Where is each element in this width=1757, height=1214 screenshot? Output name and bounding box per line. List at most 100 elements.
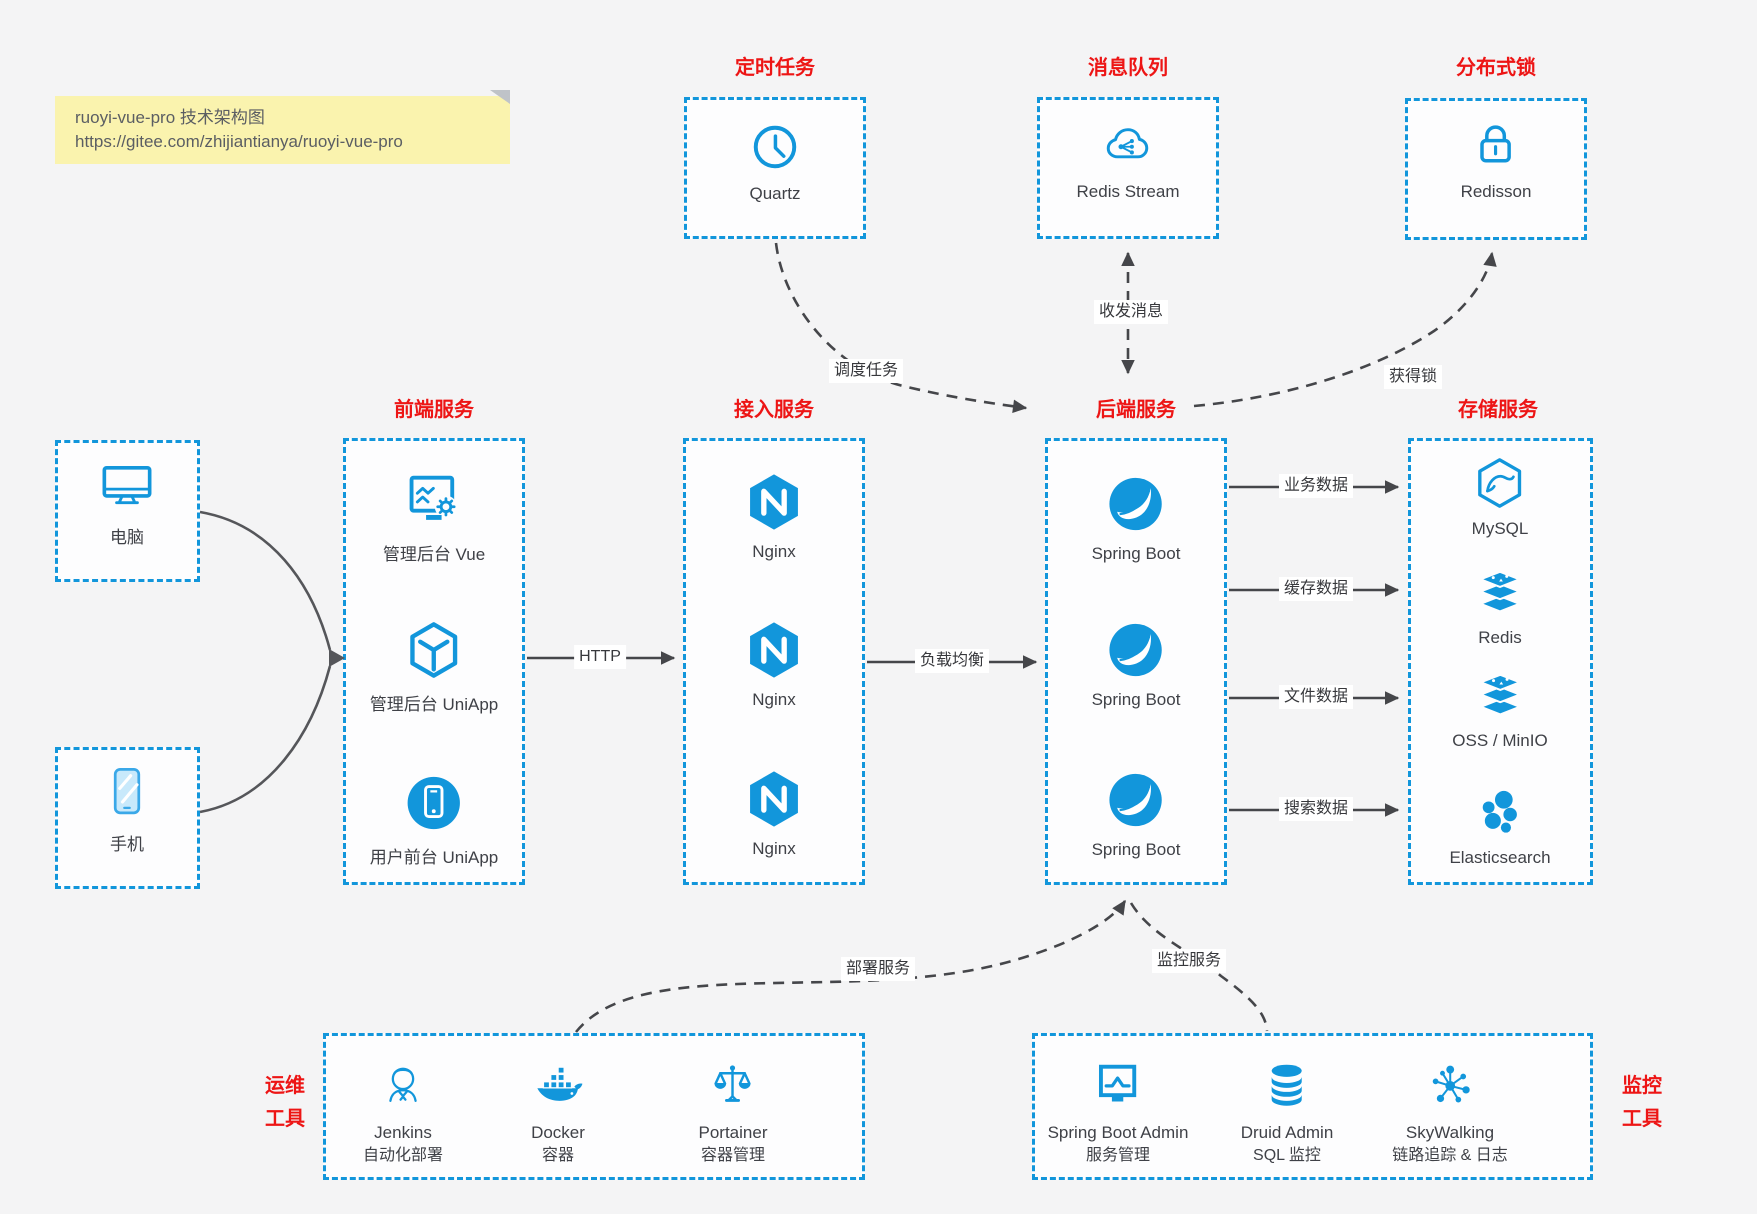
node-label-druid-admin: Druid Admin xyxy=(1240,1123,1334,1142)
node-pc: 电脑 xyxy=(98,456,156,548)
node-label-redis: Redis xyxy=(1478,628,1522,647)
node-label-spring-boot-3: Spring Boot xyxy=(1091,840,1181,859)
node-user-uniapp: 用户前台 UniApp xyxy=(370,772,498,868)
node-desc-skywalking: 链路追踪 & 日志 xyxy=(1392,1147,1508,1164)
node-label-nginx-1: Nginx xyxy=(752,542,796,561)
edge-label-acquire-lock: 获得锁 xyxy=(1383,365,1443,389)
node-redis-stream: Redis Stream xyxy=(1076,117,1180,202)
node-label-elasticsearch: Elasticsearch xyxy=(1449,848,1551,867)
note-title: ruoyi-vue-pro 技术架构图 xyxy=(75,108,265,127)
side-title-monitor-tools: 监控 工具 xyxy=(1622,1070,1662,1136)
node-label-admin-uniapp: 管理后台 UniApp xyxy=(369,695,499,714)
skywalking-icon xyxy=(1424,1059,1476,1111)
node-label-nginx-3: Nginx xyxy=(752,839,796,858)
spring-boot-icon xyxy=(1105,473,1167,535)
smartphone-icon xyxy=(98,763,156,821)
edge-pc-to-frontend xyxy=(199,510,332,651)
node-admin-vue: 管理后台 Vue xyxy=(383,469,485,565)
mysql-icon xyxy=(1473,456,1527,510)
spring-boot-icon xyxy=(1105,769,1167,831)
node-docker: Docker 容器 xyxy=(531,1059,585,1167)
edge-label-cache-data: 缓存数据 xyxy=(1278,577,1354,601)
node-desc-druid-admin: SQL 监控 xyxy=(1253,1147,1321,1164)
edge-label-send-receive-message: 收发消息 xyxy=(1093,300,1169,324)
node-mysql: MySQL xyxy=(1471,456,1529,539)
node-label-portainer: Portainer xyxy=(698,1123,768,1142)
node-elasticsearch: Elasticsearch xyxy=(1449,785,1551,868)
node-label-redis-stream: Redis Stream xyxy=(1076,182,1180,201)
cloud-mq-icon xyxy=(1100,117,1156,173)
node-label-oss-minio: OSS / MinIO xyxy=(1452,731,1548,750)
node-druid-admin: Druid Admin SQL 监控 xyxy=(1240,1059,1334,1167)
edge-label-file-data: 文件数据 xyxy=(1278,685,1354,709)
box-client-pc xyxy=(55,440,200,582)
node-desc-docker: 容器 xyxy=(541,1147,575,1164)
group-title-storage: 存储服务 xyxy=(1458,399,1538,421)
elasticsearch-icon xyxy=(1473,785,1527,839)
node-spring-boot-admin: Spring Boot Admin 服务管理 xyxy=(1047,1059,1189,1167)
group-title-distributed-lock: 分布式锁 xyxy=(1456,57,1536,79)
node-spring-boot-1: Spring Boot xyxy=(1091,473,1181,564)
node-label-phone: 手机 xyxy=(110,835,144,854)
node-label-quartz: Quartz xyxy=(749,184,801,203)
node-label-spring-boot-admin: Spring Boot Admin xyxy=(1047,1123,1189,1142)
jenkins-icon xyxy=(377,1059,429,1111)
oss-icon xyxy=(1473,668,1527,722)
group-title-access: 接入服务 xyxy=(734,399,814,421)
group-title-scheduled-task: 定时任务 xyxy=(735,57,815,79)
node-label-user-uniapp: 用户前台 UniApp xyxy=(369,848,499,867)
admin-vue-icon xyxy=(403,469,465,531)
node-label-pc: 电脑 xyxy=(110,528,144,547)
side-title-monitor-line2: 工具 xyxy=(1622,1108,1662,1130)
node-label-redisson: Redisson xyxy=(1460,182,1532,201)
node-label-docker: Docker xyxy=(531,1123,585,1142)
nginx-icon xyxy=(743,619,805,681)
uniapp-cube-icon xyxy=(403,619,465,681)
side-title-monitor-line1: 监控 xyxy=(1622,1075,1662,1097)
node-nginx-1: Nginx xyxy=(743,471,805,562)
node-desc-spring-boot-admin: 服务管理 xyxy=(1085,1147,1150,1164)
box-monitor-tools xyxy=(1032,1033,1593,1180)
spring-boot-admin-icon xyxy=(1092,1059,1144,1111)
user-app-icon xyxy=(403,772,465,834)
redis-icon xyxy=(1473,565,1527,619)
side-title-ops-line2: 工具 xyxy=(265,1108,305,1130)
edge-acquire-lock xyxy=(1193,251,1497,408)
node-redisson: Redisson xyxy=(1460,117,1532,202)
group-title-message-queue: 消息队列 xyxy=(1088,57,1168,79)
node-label-spring-boot-2: Spring Boot xyxy=(1091,690,1181,709)
edge-phone-to-frontend xyxy=(199,665,332,814)
node-label-mysql: MySQL xyxy=(1471,519,1529,538)
edge-label-http: HTTP xyxy=(574,645,626,669)
node-oss-minio: OSS / MinIO xyxy=(1452,668,1548,751)
node-spring-boot-2: Spring Boot xyxy=(1091,619,1181,710)
node-label-spring-boot-1: Spring Boot xyxy=(1091,544,1181,563)
node-admin-uniapp: 管理后台 UniApp xyxy=(370,619,498,715)
node-desc-jenkins: 自动化部署 xyxy=(362,1147,444,1164)
node-label-admin-vue: 管理后台 Vue xyxy=(382,545,486,564)
node-portainer: Portainer 容器管理 xyxy=(698,1059,768,1167)
node-desc-portainer: 容器管理 xyxy=(700,1147,766,1164)
node-spring-boot-3: Spring Boot xyxy=(1091,769,1181,860)
nginx-icon xyxy=(743,768,805,830)
edge-label-search-data: 搜索数据 xyxy=(1278,797,1354,821)
druid-icon xyxy=(1261,1059,1313,1111)
lock-icon xyxy=(1468,117,1524,173)
sticky-note: ruoyi-vue-pro 技术架构图 https://gitee.com/zh… xyxy=(55,96,510,164)
spring-boot-icon xyxy=(1105,619,1167,681)
side-title-ops-tools: 运维 工具 xyxy=(265,1070,305,1136)
clock-icon xyxy=(747,119,803,175)
node-label-nginx-2: Nginx xyxy=(752,690,796,709)
node-nginx-3: Nginx xyxy=(743,768,805,859)
edge-label-business-data: 业务数据 xyxy=(1278,474,1354,498)
node-label-skywalking: SkyWalking xyxy=(1405,1123,1495,1142)
portainer-icon xyxy=(707,1059,759,1111)
side-title-ops-line1: 运维 xyxy=(265,1075,305,1097)
edge-label-deploy-service: 部署服务 xyxy=(840,957,916,981)
group-title-backend: 后端服务 xyxy=(1096,399,1176,421)
docker-icon xyxy=(532,1059,584,1111)
node-redis: Redis xyxy=(1473,565,1527,648)
node-skywalking: SkyWalking 链路追踪 & 日志 xyxy=(1392,1059,1508,1167)
node-label-jenkins: Jenkins xyxy=(374,1123,432,1142)
